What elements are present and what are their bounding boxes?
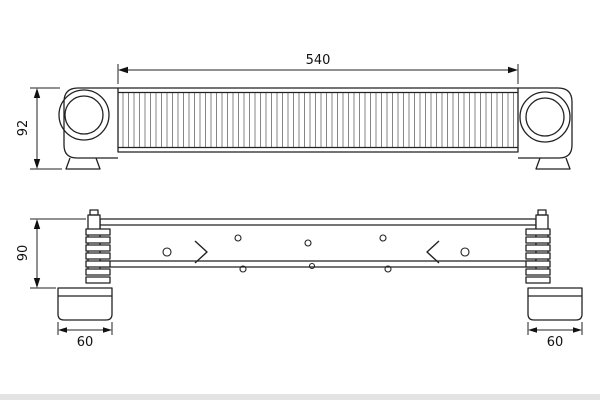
mounting-hole xyxy=(239,265,247,273)
dim-540-label: 540 xyxy=(306,53,331,68)
left-tank xyxy=(63,87,118,159)
plan-body xyxy=(99,218,537,268)
left-mounting-foot xyxy=(65,157,101,170)
core-outline xyxy=(117,87,519,153)
right-hose-ribs xyxy=(525,228,551,284)
dim-92-label: 92 xyxy=(16,120,31,137)
dimension-92: 92 xyxy=(16,87,62,170)
front-view xyxy=(58,87,573,170)
mounting-hole xyxy=(308,262,316,270)
flow-arrow-left-icon xyxy=(426,240,440,264)
dimension-540: 540 xyxy=(117,53,519,84)
mounting-hole xyxy=(304,239,312,247)
right-end-tab xyxy=(537,209,547,216)
mounting-hole xyxy=(234,234,242,242)
plan-view xyxy=(57,209,583,321)
left-port-inner-circle xyxy=(64,95,104,135)
sheet-footer-strip xyxy=(0,394,600,400)
mounting-hole xyxy=(162,247,172,257)
mounting-hole xyxy=(384,265,392,273)
core-fins xyxy=(119,93,517,147)
dim-90-label: 90 xyxy=(16,245,31,262)
mounting-hole xyxy=(379,234,387,242)
flow-arrow-right-icon xyxy=(194,240,208,264)
dimension-90: 90 xyxy=(16,218,86,289)
mounting-hole xyxy=(460,247,470,257)
left-port-circle xyxy=(58,89,110,141)
right-port-inner-circle xyxy=(525,97,565,137)
left-end-tab xyxy=(89,209,99,216)
right-outlet xyxy=(527,287,583,321)
left-outlet xyxy=(57,287,113,321)
right-mounting-foot xyxy=(535,157,571,170)
right-tank xyxy=(518,87,573,159)
left-hose-ribs xyxy=(85,228,111,284)
dim-60-left-label: 60 xyxy=(77,335,94,350)
dim-60-right-label: 60 xyxy=(547,335,564,350)
dimension-60-right: 60 xyxy=(527,322,583,350)
right-port-circle xyxy=(519,91,571,143)
dimension-60-left: 60 xyxy=(57,322,113,350)
